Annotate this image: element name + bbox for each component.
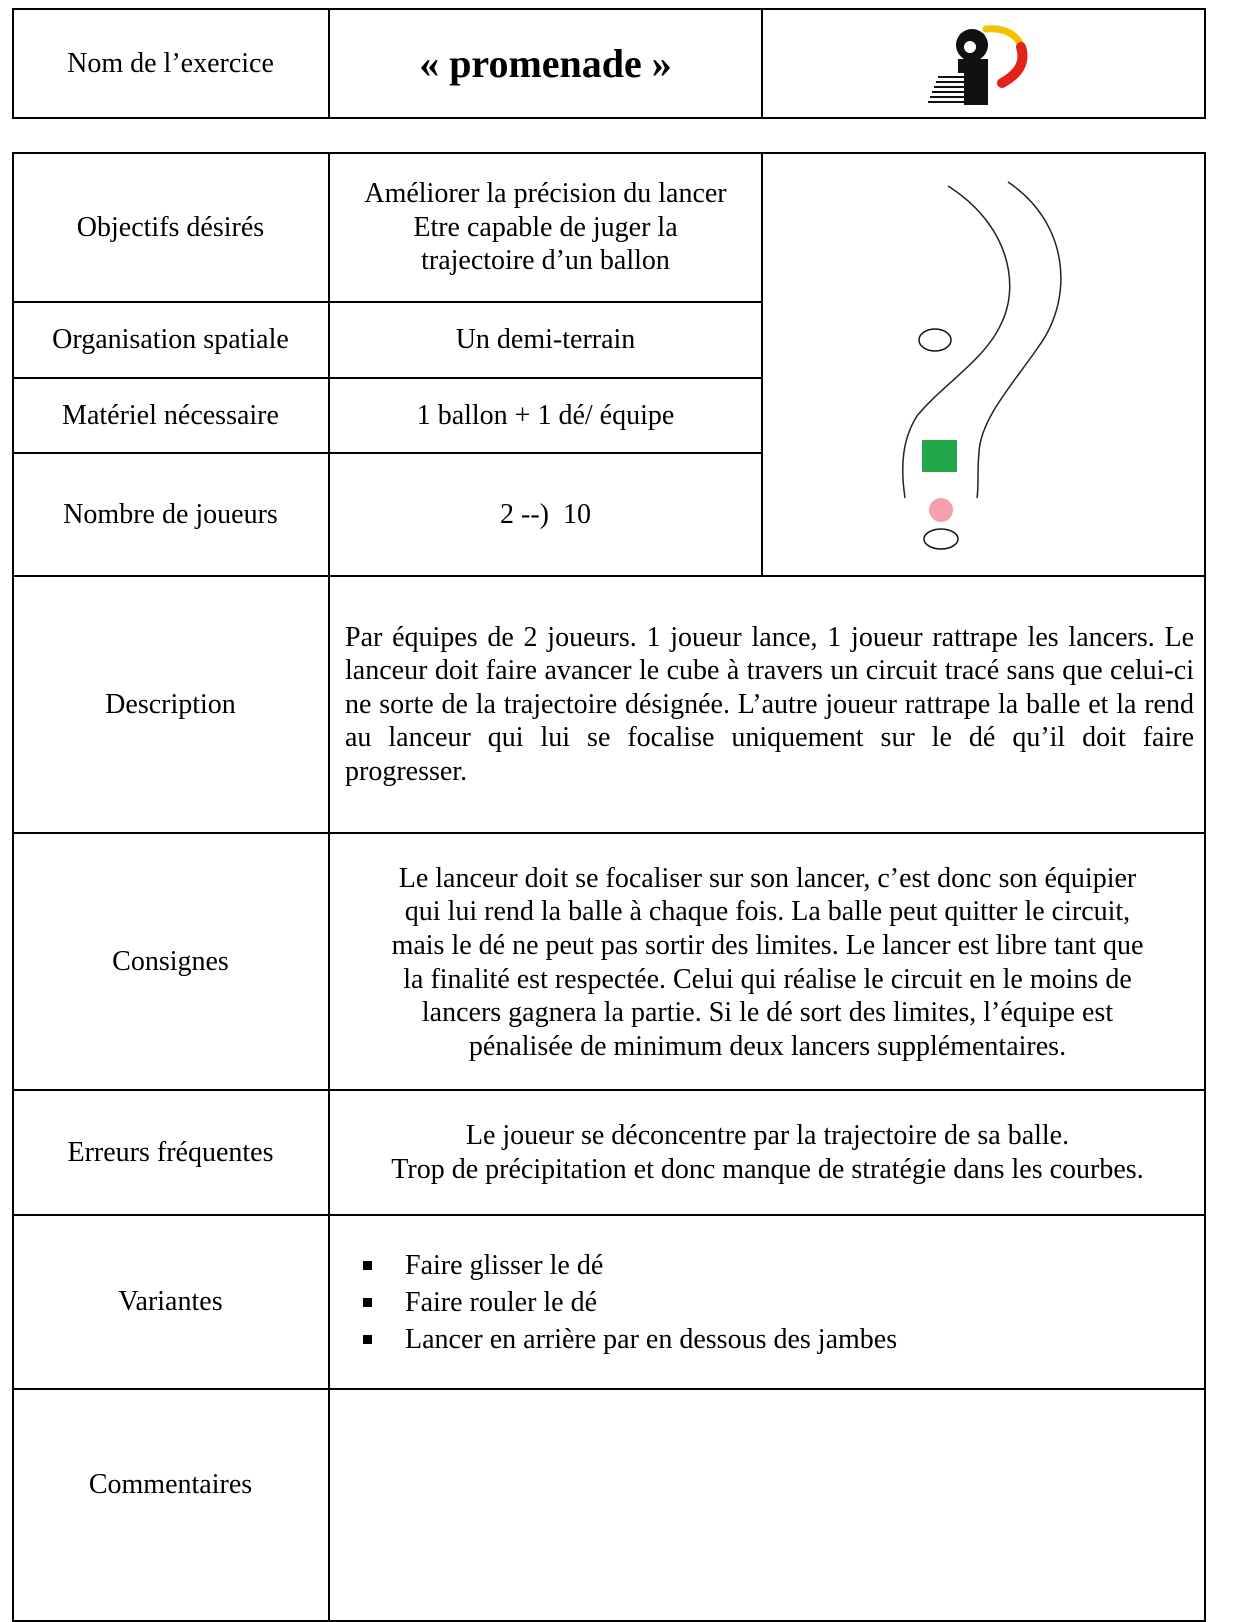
row-divider — [12, 377, 762, 379]
objectives-line: Améliorer la précision du lancer — [364, 178, 727, 210]
variants-list: Faire glisser le dé Faire rouler le dé L… — [329, 1216, 1206, 1388]
circuit-diagram — [901, 181, 1062, 550]
start-marker-top — [918, 328, 952, 352]
header-divider — [328, 8, 330, 119]
circuit-diagram-cell — [763, 154, 1204, 575]
federation-logo-icon — [927, 24, 1027, 105]
errors-line: Trop de précipitation et donc manque de … — [391, 1153, 1144, 1185]
spatial-value: Un demi-terrain — [455, 324, 636, 356]
cube-icon — [922, 440, 957, 472]
errors-text: Le joueur se déconcentre par la trajecto… — [329, 1091, 1206, 1214]
ball-icon — [929, 498, 953, 522]
instructions-label: Consignes — [112, 945, 229, 977]
column-divider — [328, 152, 330, 1622]
errors-label: Erreurs fréquentes — [67, 1136, 274, 1168]
row-divider — [12, 301, 762, 303]
header-divider — [761, 8, 763, 119]
logo-arc-yellow — [982, 24, 1023, 46]
instructions-line: qui lui rend la balle à chaque fois. La … — [404, 896, 1131, 928]
variant-item: Faire glisser le dé — [349, 1247, 897, 1284]
comments-label: Commentaires — [88, 1469, 253, 1501]
instructions-text: Le lanceur doit se focaliser sur son lan… — [329, 834, 1206, 1089]
circuit-left-border — [901, 185, 1011, 499]
exercise-name-label: Nom de l’exercice — [67, 47, 274, 79]
row-divider — [12, 575, 1206, 577]
row-divider — [12, 1214, 1206, 1216]
row-divider — [12, 1089, 1206, 1091]
circuit-right-border — [976, 181, 1062, 499]
objectives-line: trajectoire d’un ballon — [421, 245, 670, 277]
instructions-line: la finalité est respectée. Celui qui réa… — [403, 963, 1132, 995]
exercise-title: « promenade » — [419, 40, 672, 86]
instructions-line: pénalisée de minimum deux lancers supplé… — [468, 1030, 1067, 1062]
material-value: 1 ballon + 1 dé/ équipe — [416, 399, 675, 431]
logo-speed-lines — [927, 75, 964, 103]
errors-line: Le joueur se déconcentre par la trajecto… — [465, 1119, 1070, 1151]
header-table — [12, 8, 1206, 119]
logo-cell — [763, 10, 1204, 117]
variant-item: Lancer en arrière par en dessous des jam… — [349, 1321, 897, 1358]
players-label: Nombre de joueurs — [63, 498, 278, 530]
objectives-label: Objectifs désirés — [76, 211, 265, 243]
instructions-line: lancers gagnera la partie. Si le dé sort… — [421, 997, 1114, 1029]
row-divider — [12, 1388, 1206, 1390]
spatial-label: Organisation spatiale — [52, 324, 289, 356]
objectives-value: Améliorer la précision du lancer Etre ca… — [329, 154, 762, 301]
description-paragraph: Par équipes de 2 joueurs. 1 joueur lance… — [345, 621, 1194, 787]
logo-figure — [957, 58, 988, 105]
variants-label: Variantes — [118, 1286, 223, 1318]
variant-item: Faire rouler le dé — [349, 1284, 897, 1321]
thrower-marker-bottom — [923, 528, 959, 550]
comments-value[interactable] — [329, 1390, 1206, 1612]
row-divider — [12, 832, 1206, 834]
instructions-line: Le lanceur doit se focaliser sur son lan… — [398, 862, 1137, 894]
material-label: Matériel nécessaire — [62, 399, 279, 431]
description-label: Description — [105, 688, 236, 720]
row-divider — [12, 452, 762, 454]
instructions-line: mais le dé ne peut pas sortir des limite… — [391, 929, 1144, 961]
logo-arc-red — [996, 41, 1027, 88]
objectives-line: Etre capable de juger la — [413, 211, 678, 243]
column-divider — [761, 152, 763, 576]
description-text: Par équipes de 2 joueurs. 1 joueur lance… — [329, 577, 1206, 832]
players-value: 2 --) 10 — [500, 498, 591, 530]
